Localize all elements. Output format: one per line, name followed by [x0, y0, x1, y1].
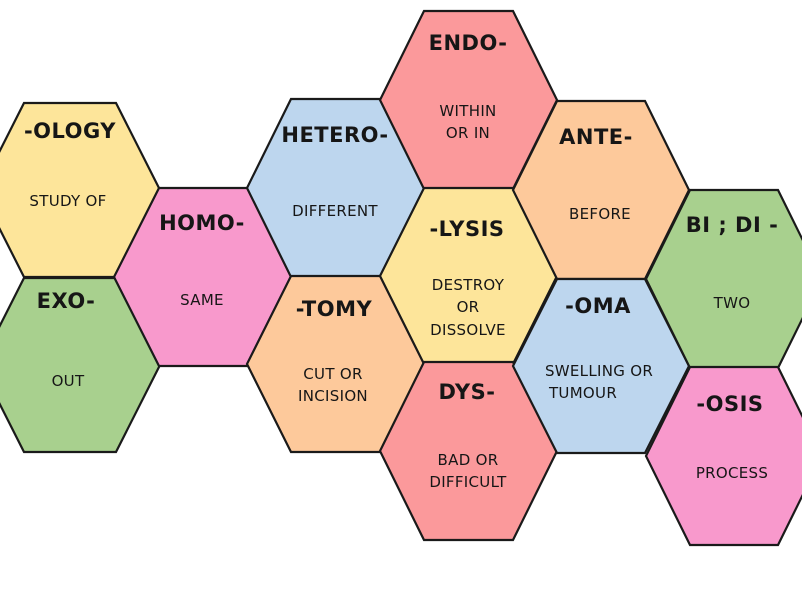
meaning-bi-di: TWO	[713, 294, 751, 312]
term-ante: ANTE-	[559, 125, 633, 149]
term-osis: -OSIS	[696, 392, 763, 416]
hex-tile-ology: -OLOGY STUDY OF	[0, 101, 162, 279]
meaning-tomy-line2: INCISION	[298, 387, 368, 405]
hex-tile-endo: ENDO- WITHIN OR IN	[378, 9, 559, 191]
term-oma: -OMA	[565, 294, 631, 318]
term-bi-di: BI ; DI -	[686, 213, 779, 237]
meaning-ante: BEFORE	[569, 205, 631, 223]
meaning-endo-line1: WITHIN	[439, 102, 496, 120]
hex-tile-exo: EXO- OUT	[0, 276, 162, 454]
meaning-dys-line1: BAD OR	[438, 451, 499, 469]
meaning-tomy-line1: CUT OR	[303, 365, 362, 383]
term-endo: ENDO-	[429, 31, 508, 55]
term-ology: -OLOGY	[24, 119, 116, 143]
term-lysis: -LYSIS	[429, 217, 504, 241]
hex-shape-osis	[644, 365, 802, 547]
hex-shape-dys	[378, 360, 559, 542]
meaning-lysis-line1: DESTROY	[432, 276, 505, 294]
meaning-ology: STUDY OF	[29, 192, 106, 210]
hex-tile-dys: DYS- BAD OR DIFFICULT	[378, 360, 559, 542]
meaning-osis: PROCESS	[696, 464, 768, 482]
term-hetero: HETERO-	[281, 123, 388, 147]
meaning-homo: SAME	[180, 291, 224, 309]
term-tomy: -TOMY	[296, 297, 373, 321]
meaning-oma-line1: SWELLING OR	[545, 362, 653, 380]
term-dys: DYS-	[439, 380, 496, 404]
meaning-lysis-line2: OR	[457, 298, 480, 316]
meaning-dys-line2: DIFFICULT	[429, 473, 507, 491]
term-exo: EXO-	[37, 289, 96, 313]
meaning-endo-line2: OR IN	[446, 124, 490, 142]
term-homo: HOMO-	[159, 211, 245, 235]
hex-tile-oma: -OMA SWELLING OR TUMOUR	[511, 277, 691, 455]
meaning-oma-line2: TUMOUR	[548, 384, 617, 402]
meaning-exo: OUT	[52, 372, 85, 390]
meaning-lysis-line3: DISSOLVE	[430, 321, 506, 339]
hex-tile-lysis: -LYSIS DESTROY OR DISSOLVE	[378, 186, 559, 366]
hex-tile-bi-di: BI ; DI - TWO	[644, 188, 802, 370]
meaning-hetero: DIFFERENT	[292, 202, 378, 220]
hex-tile-osis: -OSIS PROCESS	[644, 365, 802, 547]
